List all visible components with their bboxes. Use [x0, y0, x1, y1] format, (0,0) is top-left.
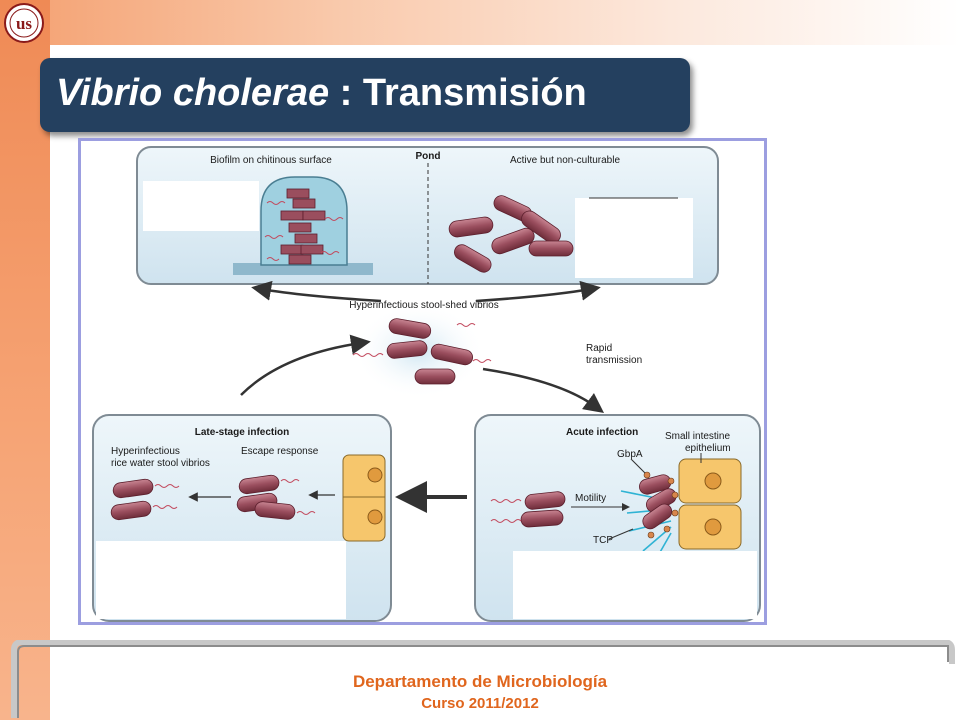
abnc-label: Active but non-culturable — [510, 155, 621, 166]
small-int-label-1: Small intestine — [665, 431, 730, 442]
late-stage-label: Late-stage infection — [195, 427, 289, 438]
motility-label: Motility — [575, 493, 606, 504]
acute-epithelium — [678, 458, 742, 550]
university-logo: us — [2, 2, 46, 44]
rapid-label-1: Rapid — [586, 343, 612, 354]
title-banner: Vibrio cholerae : Transmisión — [40, 58, 690, 132]
biofilm-label: Biofilm on chitinous surface — [210, 155, 332, 166]
biofilm-bacteria-stack — [280, 188, 326, 265]
biofilm-dome — [233, 176, 373, 275]
hyper-center-bacteria — [386, 318, 474, 385]
abnc-bacteria — [448, 195, 574, 273]
rapid-label-2: transmission — [586, 355, 642, 366]
gbpa-dots — [643, 471, 679, 539]
mask-block — [513, 551, 757, 619]
pond-label: Pond — [416, 151, 441, 162]
logo-letters: us — [16, 14, 32, 33]
tcp-label: TCP — [593, 535, 613, 546]
title-rest: : Transmisión — [329, 72, 587, 114]
mask-block — [143, 181, 259, 231]
footer-frame — [4, 639, 956, 718]
title-species: Vibrio cholerae — [56, 72, 330, 114]
late-epithelium — [342, 454, 386, 542]
mask-block — [96, 541, 346, 619]
transmission-figure: Pond Biofilm on chitinous surface Active… — [78, 138, 767, 625]
footer-department: Departamento de Microbiología — [352, 672, 608, 691]
transmission-arrows — [240, 280, 605, 413]
small-int-label-2: epithelium — [685, 443, 731, 454]
late-bacteria — [110, 474, 296, 521]
hyper-rice-label-2: rice water stool vibrios — [111, 458, 210, 469]
transmission-diagram: Pond Biofilm on chitinous surface Active… — [92, 146, 761, 622]
footer-course: Curso 2011/2012 — [421, 695, 539, 712]
acute-label: Acute infection — [566, 427, 638, 438]
gbpa-label: GbpA — [617, 449, 643, 460]
hyper-center-label: Hyperinfectious stool-shed vibrios — [349, 300, 499, 311]
slide-title: Vibrio cholerae : Transmisión — [56, 72, 587, 115]
mask-block — [575, 198, 693, 278]
top-gradient-band — [0, 0, 960, 45]
escape-label: Escape response — [241, 446, 319, 457]
hyper-rice-label-1: Hyperinfectious — [111, 446, 180, 457]
